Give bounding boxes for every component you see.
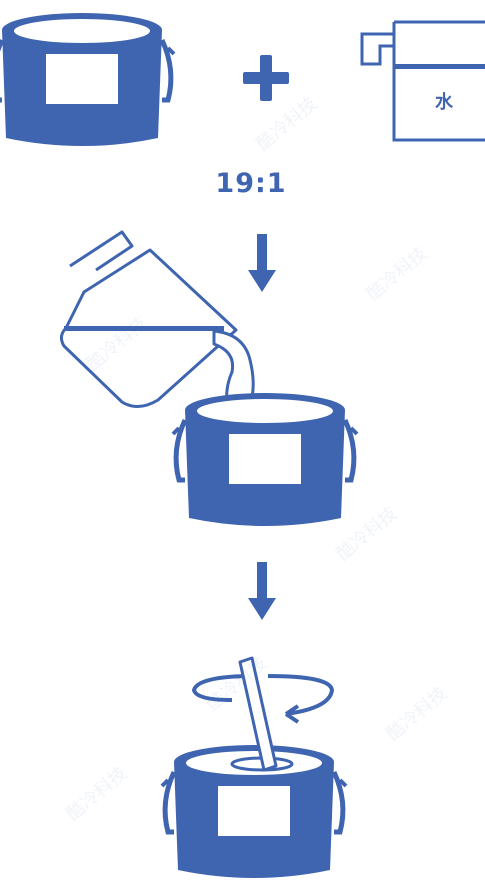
down-arrow-icon: [248, 234, 276, 292]
water-jug-label: 水: [424, 88, 464, 114]
down-arrow-icon: [248, 562, 276, 620]
paint-bucket-icon: [162, 745, 346, 878]
ratio-label: 19:1: [196, 168, 306, 199]
water-jug-icon: [362, 22, 485, 140]
paint-bucket-icon: [0, 13, 174, 146]
plus-icon: [243, 55, 289, 101]
pouring-jug-icon: [61, 232, 253, 418]
paint-bucket-icon: [173, 393, 357, 526]
